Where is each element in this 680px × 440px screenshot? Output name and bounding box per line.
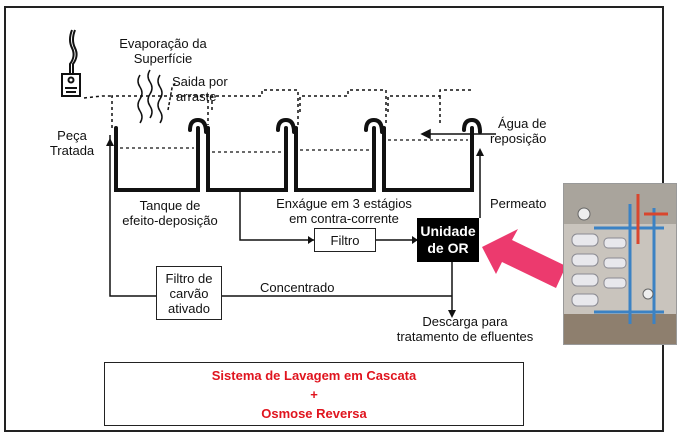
flow-arrows	[106, 138, 484, 318]
ro-equipment-photo	[563, 183, 677, 345]
caption-line-1: Sistema de Lavagem em Cascata	[211, 367, 417, 383]
concentrate-label: Concentrado	[260, 280, 335, 295]
treated-part-label: Peça Tratada	[49, 128, 95, 158]
discharge-label: Descarga para tratamento de efluentes	[396, 314, 534, 344]
transfer-paths	[111, 89, 472, 128]
evaporation-icon	[137, 69, 163, 124]
rinse-stages-label: Enxágue em 3 estágios em contra-corrente	[276, 196, 412, 226]
ro-unit-box: Unidade de OR	[417, 218, 479, 262]
treated-part-icon	[61, 29, 81, 97]
caption-line-3: Osmose Reversa	[261, 405, 367, 421]
caption-line-2: +	[310, 386, 318, 402]
make-up-water-label: Água de reposição	[490, 116, 547, 146]
caption-box: Sistema de Lavagem em Cascata + Osmose R…	[104, 362, 524, 426]
deposition-tank-label: Tanque de efeito-deposição	[122, 198, 218, 228]
tanks	[114, 117, 482, 192]
water-levels	[120, 139, 468, 153]
diagram-frame	[4, 6, 664, 432]
piping	[109, 135, 481, 310]
drag-out-arrow	[167, 81, 177, 111]
make-up-water-arrow	[420, 128, 496, 140]
highlight-arrow	[482, 229, 566, 288]
carbon-filter-box: Filtro de carvão ativado	[156, 266, 222, 320]
drag-out-path	[83, 95, 112, 99]
drag-out-label: Saida por arraste	[172, 74, 228, 104]
filter-box: Filtro	[314, 228, 376, 252]
evaporation-label: Evaporação da Superfície	[119, 36, 207, 66]
permeate-label: Permeato	[490, 196, 547, 211]
